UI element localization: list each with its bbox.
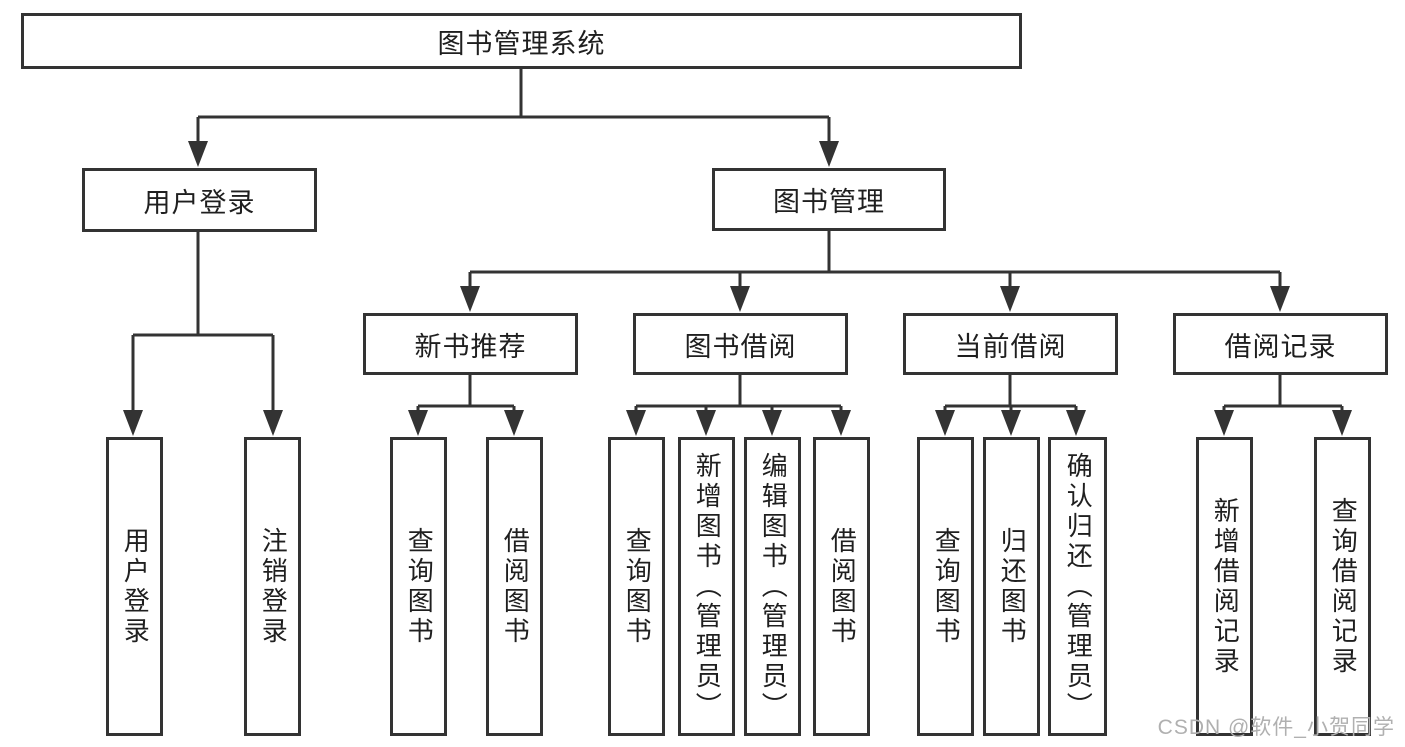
node-label: 查询图书 [931,526,962,647]
node-label: 用户登录 [143,187,256,218]
node-label: 图书管理系统 [437,28,606,59]
node-borrow-books-leaf: 借阅图书 [486,437,543,736]
node-root-library-system: 图书管理系统 [21,13,1022,69]
node-label: 确认归还（管理员） [1063,451,1094,722]
node-label: 注销登录 [258,526,289,647]
node-current-borrowing: 当前借阅 [903,313,1118,375]
node-label: 查询图书 [622,526,653,647]
node-label: 借阅图书 [500,526,531,647]
node-confirm-return-admin-leaf: 确认归还（管理员） [1048,437,1107,736]
node-query-books-leaf: 查询图书 [917,437,974,736]
node-label: 归还图书 [997,526,1028,647]
node-label: 新书推荐 [414,331,527,362]
node-query-borrow-record-leaf: 查询借阅记录 [1314,437,1371,736]
node-label: 图书管理 [773,187,885,217]
node-label: 图书借阅 [684,331,797,362]
node-return-books-leaf: 归还图书 [983,437,1040,736]
node-add-books-admin-leaf: 新增图书（管理员） [678,437,735,736]
node-borrow-books-leaf: 借阅图书 [813,437,870,736]
node-borrowing-records: 借阅记录 [1173,313,1388,375]
node-label: 借阅记录 [1224,331,1337,362]
node-user-login-leaf: 用户登录 [106,437,163,736]
node-label: 当前借阅 [954,331,1067,362]
node-edit-books-admin-leaf: 编辑图书（管理员） [744,437,801,736]
node-query-books-leaf: 查询图书 [390,437,447,736]
node-label: 查询图书 [404,526,435,647]
node-logout-leaf: 注销登录 [244,437,301,736]
csdn-watermark: CSDN @软件_小贺同学 [1157,716,1395,739]
node-label: 查询借阅记录 [1328,496,1359,677]
node-new-book-recommendation: 新书推荐 [363,313,578,375]
node-book-management-branch: 图书管理 [712,168,946,231]
node-user-login-branch: 用户登录 [82,168,317,232]
node-label: 新增图书（管理员） [692,451,723,722]
node-book-borrowing: 图书借阅 [633,313,848,375]
node-label: 编辑图书（管理员） [758,451,789,722]
node-query-books-leaf: 查询图书 [608,437,665,736]
node-label: 新增借阅记录 [1210,496,1241,677]
node-label: 用户登录 [120,526,151,647]
node-add-borrow-record-leaf: 新增借阅记录 [1196,437,1253,736]
node-label: 借阅图书 [827,526,858,647]
